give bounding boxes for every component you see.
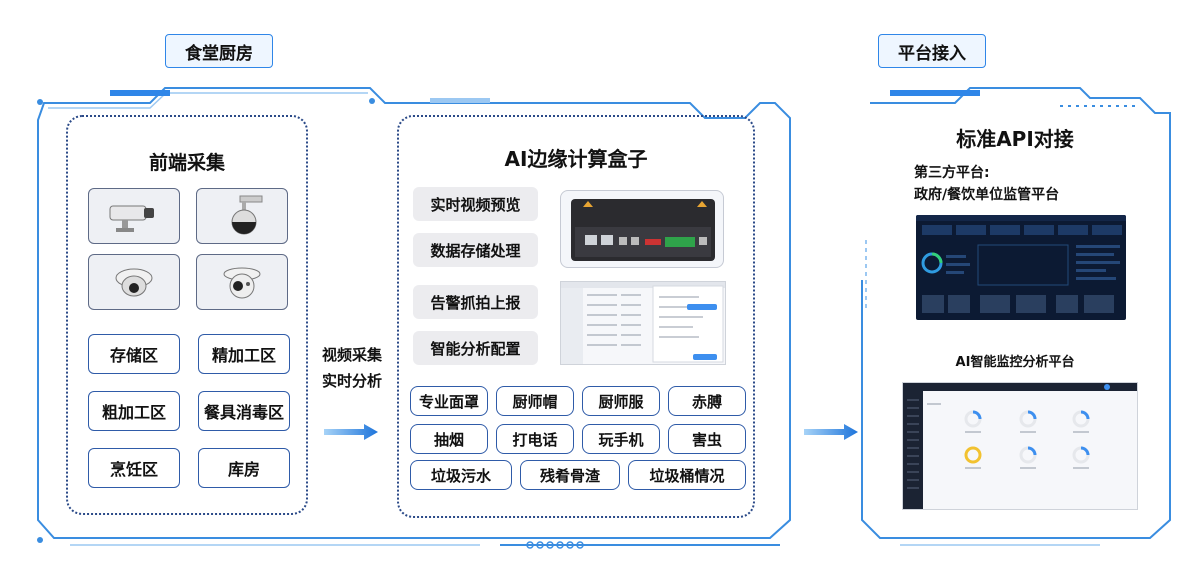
zone-fine-processing: 精加工区 <box>198 334 290 374</box>
regulator-dashboard-screenshot <box>916 215 1126 320</box>
detection-shirtless: 赤膊 <box>668 386 746 416</box>
analysis-config-screenshot <box>560 281 726 365</box>
ai-platform-title: AI智能监控分析平台 <box>955 355 1075 370</box>
detection-chef-hat: 厨师帽 <box>496 386 574 416</box>
detection-phone-use: 玩手机 <box>582 424 660 454</box>
platform-tag-label: 平台接入 <box>898 43 966 64</box>
kitchen-tag-label: 食堂厨房 <box>185 43 253 64</box>
detection-face-mask: 专业面罩 <box>410 386 488 416</box>
video-capture-line1: 视频采集 <box>321 346 382 364</box>
api-title: 标准API对接 <box>956 127 1074 151</box>
frontend-title: 前端采集 <box>148 152 225 174</box>
video-capture-line2: 实时分析 <box>321 372 382 390</box>
video-capture-label: 视频采集 实时分析 <box>312 342 392 394</box>
kitchen-section-tag: 食堂厨房 <box>165 34 273 68</box>
zone-rough-processing: 粗加工区 <box>88 391 180 431</box>
zone-warehouse: 库房 <box>198 448 290 488</box>
function-realtime-preview: 实时视频预览 <box>413 187 538 221</box>
edge-box-panel <box>397 115 755 518</box>
edge-box-device-image <box>560 190 724 268</box>
detection-smoking: 抽烟 <box>410 424 488 454</box>
detection-pests: 害虫 <box>668 424 746 454</box>
flow-arrow-icon-2 <box>804 424 858 440</box>
detection-chef-uniform: 厨师服 <box>582 386 660 416</box>
ptz-dome-camera-icon <box>196 188 288 244</box>
third-party-label: 第三方平台: <box>914 165 990 181</box>
zone-tableware-disinfection: 餐具消毒区 <box>198 391 290 431</box>
function-smart-analysis: 智能分析配置 <box>413 331 538 365</box>
function-alarm-capture: 告警抓拍上报 <box>413 285 538 319</box>
zone-cooking: 烹饪区 <box>88 448 180 488</box>
ai-platform-screenshot <box>902 382 1138 510</box>
dome-camera-icon <box>88 254 180 310</box>
detection-food-waste: 残肴骨渣 <box>520 460 620 490</box>
frontend-panel <box>66 115 308 515</box>
detection-phone-call: 打电话 <box>496 424 574 454</box>
turret-camera-icon <box>196 254 288 310</box>
edge-box-title: AI边缘计算盒子 <box>504 147 648 171</box>
platform-section-tag: 平台接入 <box>878 34 986 68</box>
bullet-camera-icon <box>88 188 180 244</box>
function-data-storage: 数据存储处理 <box>413 233 538 267</box>
flow-arrow-icon-1 <box>324 424 378 440</box>
zone-storage: 存储区 <box>88 334 180 374</box>
third-party-block: 第三方平台: 政府/餐饮单位监管平台 <box>914 162 1059 206</box>
detection-garbage-sewage: 垃圾污水 <box>410 460 512 490</box>
detection-trash-bin: 垃圾桶情况 <box>628 460 746 490</box>
third-party-desc: 政府/餐饮单位监管平台 <box>914 187 1060 203</box>
